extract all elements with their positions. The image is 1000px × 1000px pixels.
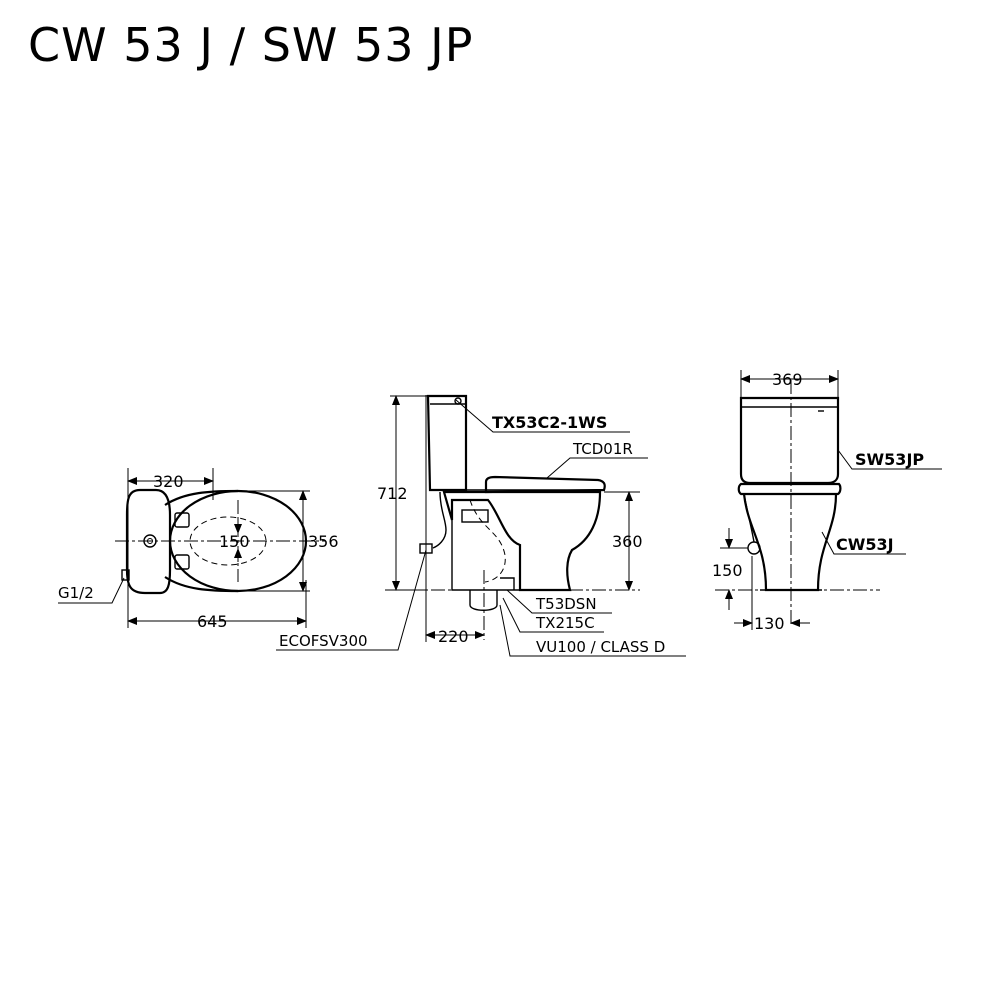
side-seat-lid	[484, 475, 606, 494]
dim-220-label: 220	[438, 627, 469, 646]
dim-360-label: 360	[612, 532, 643, 551]
label-tank-tx53c2: TX53C2-1WS	[492, 413, 607, 432]
label-sw53jp: SW53JP	[855, 450, 924, 469]
side-tank	[426, 394, 468, 492]
dim-369-label: 369	[772, 370, 803, 389]
dim-712-label: 712	[377, 484, 408, 503]
top-view: 320 150 356 645 G1/2	[58, 468, 339, 631]
dim-150-front-label: 150	[712, 561, 743, 580]
stop-valve	[419, 543, 433, 554]
hinge-left	[174, 512, 190, 528]
label-cw53j: CW53J	[836, 535, 894, 554]
label-class-vu100: VU100 / CLASS D	[536, 638, 665, 656]
inlet-stub	[121, 569, 130, 581]
label-flange-t53dsn: T53DSN	[535, 595, 597, 613]
front-seat	[737, 482, 842, 496]
front-pedestal	[742, 493, 838, 592]
side-bowl-body	[442, 490, 602, 592]
dim-645-label: 645	[197, 612, 228, 631]
side-view: 712 360 220 TX53C2-1WS TCD01R ECOFSV300 …	[276, 394, 686, 657]
front-view: 369 150 130 SW53JP CW53J	[712, 370, 942, 633]
label-valve-ecofsv300: ECOFSV300	[279, 632, 368, 650]
dim-356-label: 356	[308, 532, 339, 551]
hinge-right	[174, 554, 190, 570]
dim-130-label: 130	[754, 614, 785, 633]
page-title: CW 53 J / SW 53 JP	[28, 18, 474, 72]
label-gasket-tx215c: TX215C	[535, 614, 595, 632]
label-seat-tcd01r: TCD01R	[572, 440, 633, 458]
inlet-label-g12: G1/2	[58, 584, 94, 602]
dim-320-label: 320	[153, 472, 184, 491]
dim-150-top-label: 150	[219, 532, 250, 551]
front-inlet	[747, 541, 761, 555]
side-hinge	[461, 509, 489, 523]
supply-hose	[432, 491, 447, 549]
flange	[500, 577, 515, 590]
